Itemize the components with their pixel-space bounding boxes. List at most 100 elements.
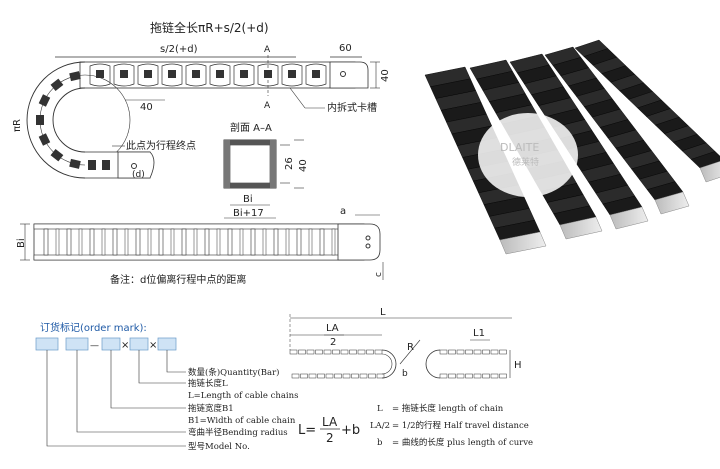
formula-link — [306, 349, 315, 355]
chain-link — [281, 63, 303, 87]
formula-L1: L1 — [473, 328, 485, 339]
order-line-wid-cn: 拖链宽度B1 — [188, 403, 234, 414]
arc-link — [38, 133, 51, 146]
order-line-len-en: L=Length of cable chains — [188, 391, 299, 401]
lower-link — [102, 160, 110, 170]
dim-60: 60 — [339, 43, 352, 54]
order-mark: 订货标记(order mark): — × × 数量(条)Quantity(Ba… — [35, 321, 299, 452]
formula-link — [298, 349, 306, 355]
formula-eq-right: +b — [341, 423, 360, 438]
drawing-title: 拖链全长πR+s/2(+d) — [150, 20, 269, 35]
formula-link — [308, 373, 317, 379]
formula-link — [323, 349, 332, 355]
formula-link — [317, 373, 325, 379]
def-sym-L: L — [377, 404, 383, 414]
formula-H: H — [514, 360, 522, 371]
bend-outer — [26, 61, 86, 179]
formula-link — [291, 373, 300, 379]
top-view-link — [296, 228, 313, 256]
order-box-qty — [157, 337, 177, 351]
arc-link — [36, 115, 44, 125]
formula-link — [456, 373, 465, 379]
section-h40: 40 — [298, 159, 309, 172]
formula-link — [448, 349, 456, 355]
def-text-LA: = 1/2的行程 Half travel distance — [392, 420, 529, 431]
formula-link — [465, 349, 473, 355]
def-text-L: = 拖链长度 length of chain — [392, 403, 504, 414]
chain-a-label: a — [340, 206, 346, 217]
top-view-link — [135, 228, 152, 256]
order-line-wid-en: B1=Width of cable chain — [188, 416, 296, 426]
order-line-qty: 数量(条)Quantity(Bar) — [188, 367, 279, 378]
section-a-bottom: A — [264, 101, 271, 111]
def-sym-b: b — [377, 438, 383, 448]
dim-40-left: 40 — [140, 102, 153, 113]
brand-watermark-cn: 德莱特 — [512, 156, 539, 168]
d-label: (d) — [132, 170, 145, 180]
s2-label: s/2(+d) — [160, 44, 198, 55]
formula-eq-LA: LA — [322, 415, 338, 429]
formula-link — [332, 349, 340, 355]
chain-link — [185, 63, 207, 87]
arc-link — [38, 94, 51, 107]
bottom-chain: Bi a c 备注：d位偏离行程中点的距离 — [16, 206, 384, 286]
formula-link — [325, 373, 334, 379]
section-h26: 26 — [284, 157, 295, 170]
arc-link — [50, 78, 64, 92]
section-a-top: A — [264, 45, 271, 55]
formula-link — [456, 349, 465, 355]
formula-link — [351, 373, 359, 379]
arc-link — [50, 148, 64, 162]
section-bi17: Bi+17 — [233, 208, 264, 219]
formula-link — [490, 349, 499, 355]
formula-link — [300, 373, 308, 379]
chain-c-label: c — [374, 272, 384, 277]
formula-link — [448, 373, 456, 379]
brand-watermark: DLAITE — [500, 141, 539, 154]
chain-link — [161, 63, 183, 87]
order-times-1: × — [121, 340, 129, 351]
photo-chain — [544, 46, 690, 215]
formula-link — [473, 373, 482, 379]
top-view-link — [112, 228, 129, 256]
formula-link — [374, 349, 383, 355]
formula-link — [465, 373, 473, 379]
order-line-radius: 弯曲半径Bending radius — [188, 427, 288, 438]
top-view-link — [43, 228, 60, 256]
top-view-link — [204, 228, 221, 256]
formula-link — [368, 373, 376, 379]
order-box-model — [35, 337, 59, 351]
pi-r-label: πR — [12, 119, 23, 132]
formula-link — [482, 349, 490, 355]
endpoint-note: 此点为行程终点 — [126, 139, 196, 152]
formula-link — [499, 373, 507, 379]
formula-link — [366, 349, 374, 355]
order-box-width — [101, 337, 121, 351]
top-view-link — [158, 228, 175, 256]
def-sym-LA: LA/2 — [370, 421, 390, 431]
formula-LA-2: 2 — [330, 337, 336, 348]
formula-link — [490, 373, 499, 379]
formula-diagram: L LA 2 R b L1 H L= LA 2 +b L = 拖链长度 leng… — [289, 307, 533, 448]
formula-eq-left: L= — [298, 423, 316, 438]
chain-link — [209, 63, 231, 87]
order-box-length — [129, 337, 149, 351]
inner-slot-label: 内拆式卡槽 — [327, 101, 377, 114]
chain-link — [305, 63, 327, 87]
chain-link — [113, 63, 135, 87]
top-view-link — [66, 228, 83, 256]
def-text-b: = 曲线的长度 plus length of curve — [392, 437, 533, 448]
formula-link — [473, 349, 482, 355]
remark-note: 备注：d位偏离行程中点的距离 — [110, 273, 246, 286]
formula-link — [315, 349, 323, 355]
formula-b: b — [402, 369, 408, 379]
top-view-link — [89, 228, 106, 256]
photo-chain — [574, 39, 720, 183]
formula-link — [349, 349, 357, 355]
lower-link — [88, 160, 96, 170]
top-view-link — [227, 228, 244, 256]
bend-inner — [52, 87, 86, 153]
top-view-link — [181, 228, 198, 256]
formula-R: R — [407, 342, 414, 353]
order-dash: — — [90, 341, 99, 351]
